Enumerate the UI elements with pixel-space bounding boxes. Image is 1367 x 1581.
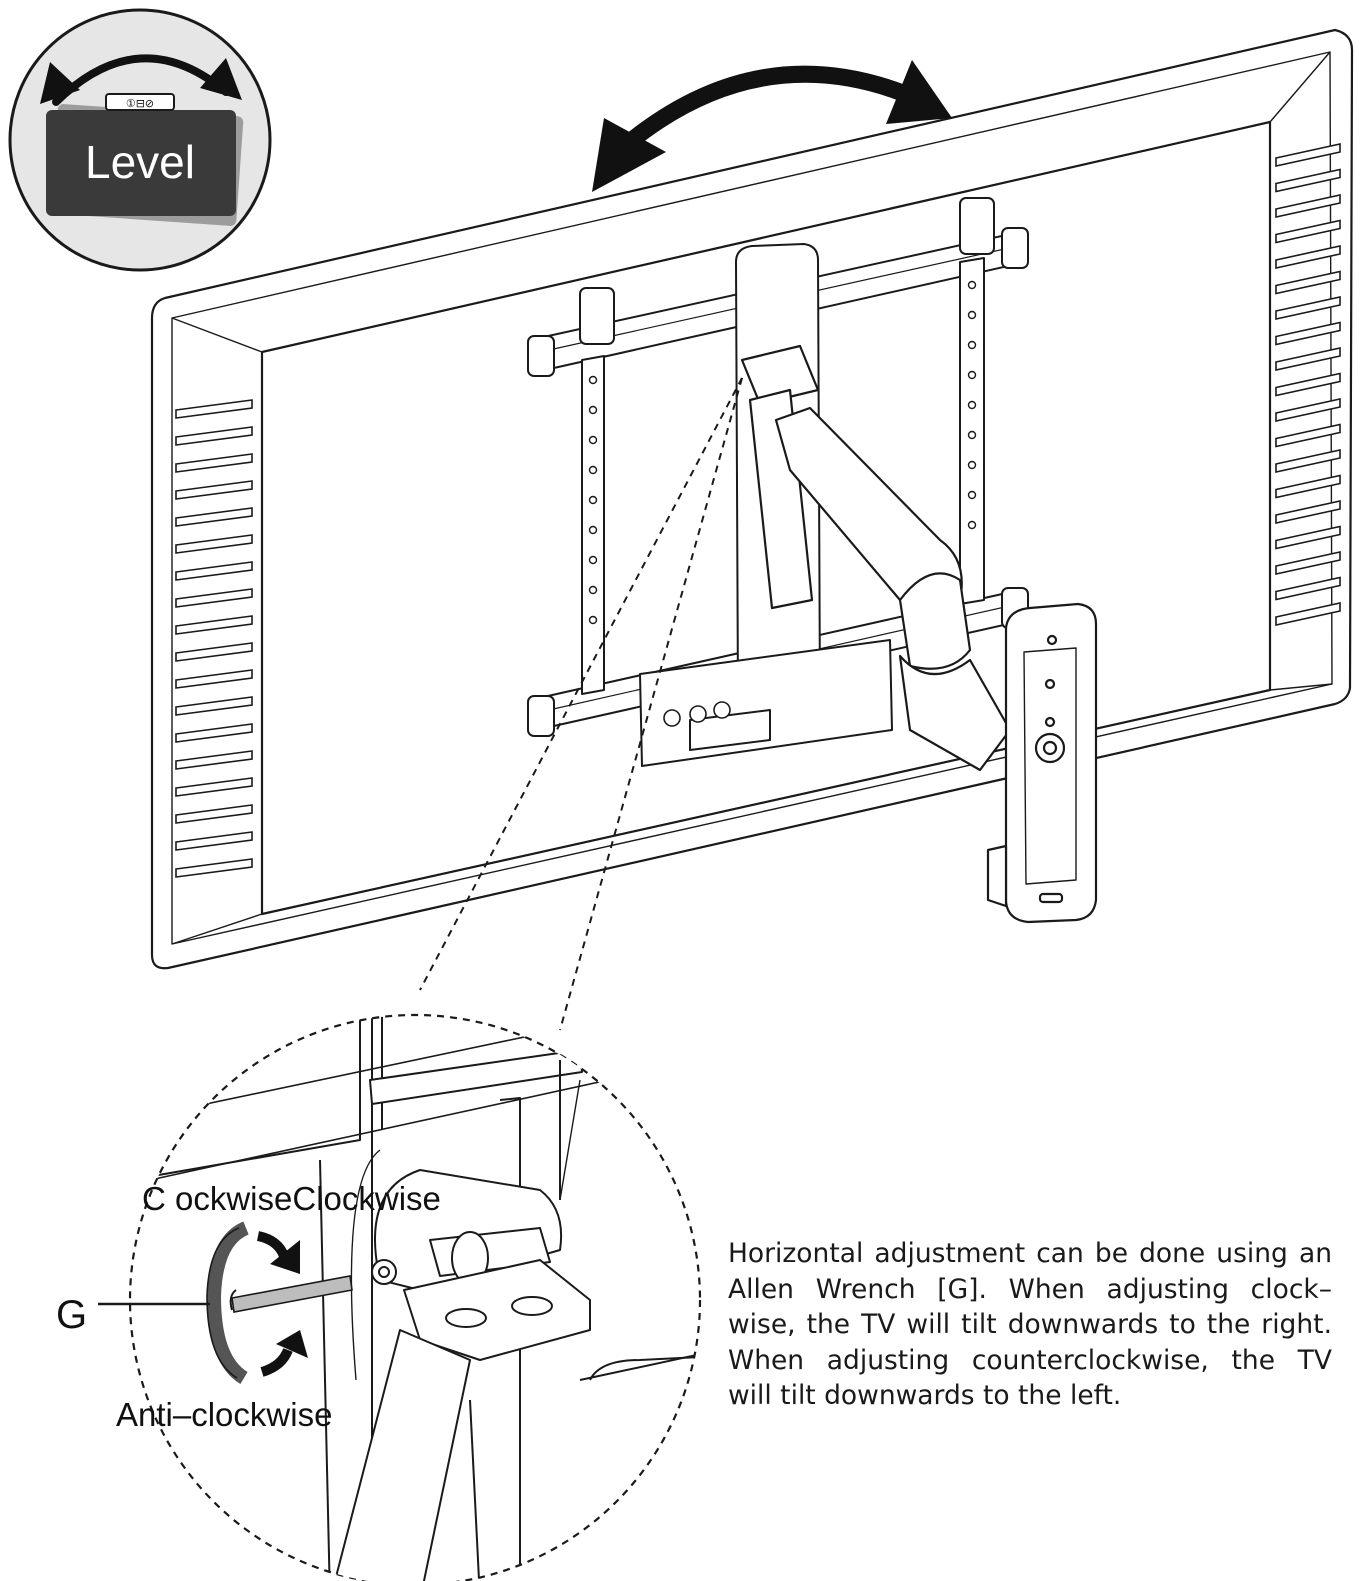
instructions-text: Horizontal adjustment can be done using … (728, 1236, 1332, 1414)
level-vial: ①⊟⊘ (126, 98, 154, 110)
strap-hole (967, 400, 977, 410)
level-badge: ①⊟⊘ Level (8, 8, 272, 272)
strap-holes (588, 280, 977, 625)
vent-slot (175, 750, 253, 770)
vent-slot (175, 831, 253, 851)
strap-hole (967, 310, 977, 320)
strap-hole (967, 280, 977, 290)
strap-hole (967, 520, 977, 530)
level-label: Level (85, 136, 195, 188)
instructions-line: wise, the TV will tilt downwards to the … (728, 1309, 1332, 1340)
vent-slot (175, 723, 253, 743)
strap-hole (588, 555, 598, 565)
vent-slot (1275, 449, 1341, 473)
instructions-line: Allen Wrench [G]. When adjusting clock– (728, 1273, 1332, 1305)
vent-slot (1275, 576, 1341, 601)
vent-slot (175, 534, 253, 554)
vent-slot (1275, 321, 1341, 346)
vent-slot (175, 804, 253, 824)
instructions-line: will tilt downwards to the left. (728, 1380, 1122, 1411)
vent-slot (175, 615, 253, 635)
right-vents (1275, 143, 1341, 626)
box-knobs (663, 701, 731, 727)
vent-slot (175, 480, 253, 500)
allen-wrench-icon (229, 1275, 353, 1313)
instructions-line: When adjusting counterclockwise, the TV (728, 1344, 1332, 1376)
strap-hole (588, 525, 598, 535)
vent-slot (1275, 551, 1341, 575)
anticlockwise-label: Anti–clockwise (116, 1396, 332, 1433)
vent-slot (1275, 143, 1341, 167)
strap-hole (588, 495, 598, 505)
vent-slot (175, 453, 253, 473)
vent-slot (1275, 219, 1341, 244)
vent-slot (175, 588, 253, 608)
vent-slot (175, 507, 253, 527)
vent-slot (175, 426, 253, 446)
strap-hole (967, 490, 977, 500)
vent-slot (1275, 168, 1341, 193)
vent-slot (175, 696, 253, 716)
vent-slot (1275, 245, 1341, 269)
vent-slot (1275, 372, 1341, 397)
vent-slot (1275, 525, 1341, 550)
vent-slot (1275, 270, 1341, 295)
vent-slot (175, 669, 253, 689)
strap-hole (967, 340, 977, 350)
strap-hole (588, 465, 598, 475)
left-vents (175, 399, 253, 878)
tool-label-g: G (56, 1293, 87, 1337)
strap-hole (588, 405, 598, 415)
vent-slot (175, 561, 253, 581)
strap-hole (588, 585, 598, 595)
instructions-line: Horizontal adjustment can be done using … (728, 1238, 1332, 1269)
vent-slot (1275, 500, 1341, 524)
strap-hole (967, 430, 977, 440)
strap-hole (967, 460, 977, 470)
strap-hole (588, 435, 598, 445)
strap-hole (588, 375, 598, 385)
vent-slot (175, 642, 253, 662)
swing-arm (740, 344, 1098, 924)
vent-slot (175, 777, 253, 797)
strap-hole (588, 615, 598, 625)
zoom-callout: G C ockwiseClockwise Anti–clockwise (56, 377, 743, 1581)
vent-slot (1275, 296, 1341, 320)
tilt-arrow-icon (592, 60, 952, 192)
vent-slot (1275, 398, 1341, 422)
vent-slot (1275, 347, 1341, 371)
vent-slot (1275, 194, 1341, 218)
vent-slot (175, 858, 253, 878)
rotation-arrows-icon (206, 1221, 308, 1384)
clockwise-label: C ockwiseClockwise (142, 1180, 441, 1217)
strap-hole (967, 370, 977, 380)
vent-slot (175, 399, 253, 419)
vent-slot (1275, 474, 1341, 499)
vent-slot (1275, 423, 1341, 448)
vent-slot (1275, 602, 1341, 626)
